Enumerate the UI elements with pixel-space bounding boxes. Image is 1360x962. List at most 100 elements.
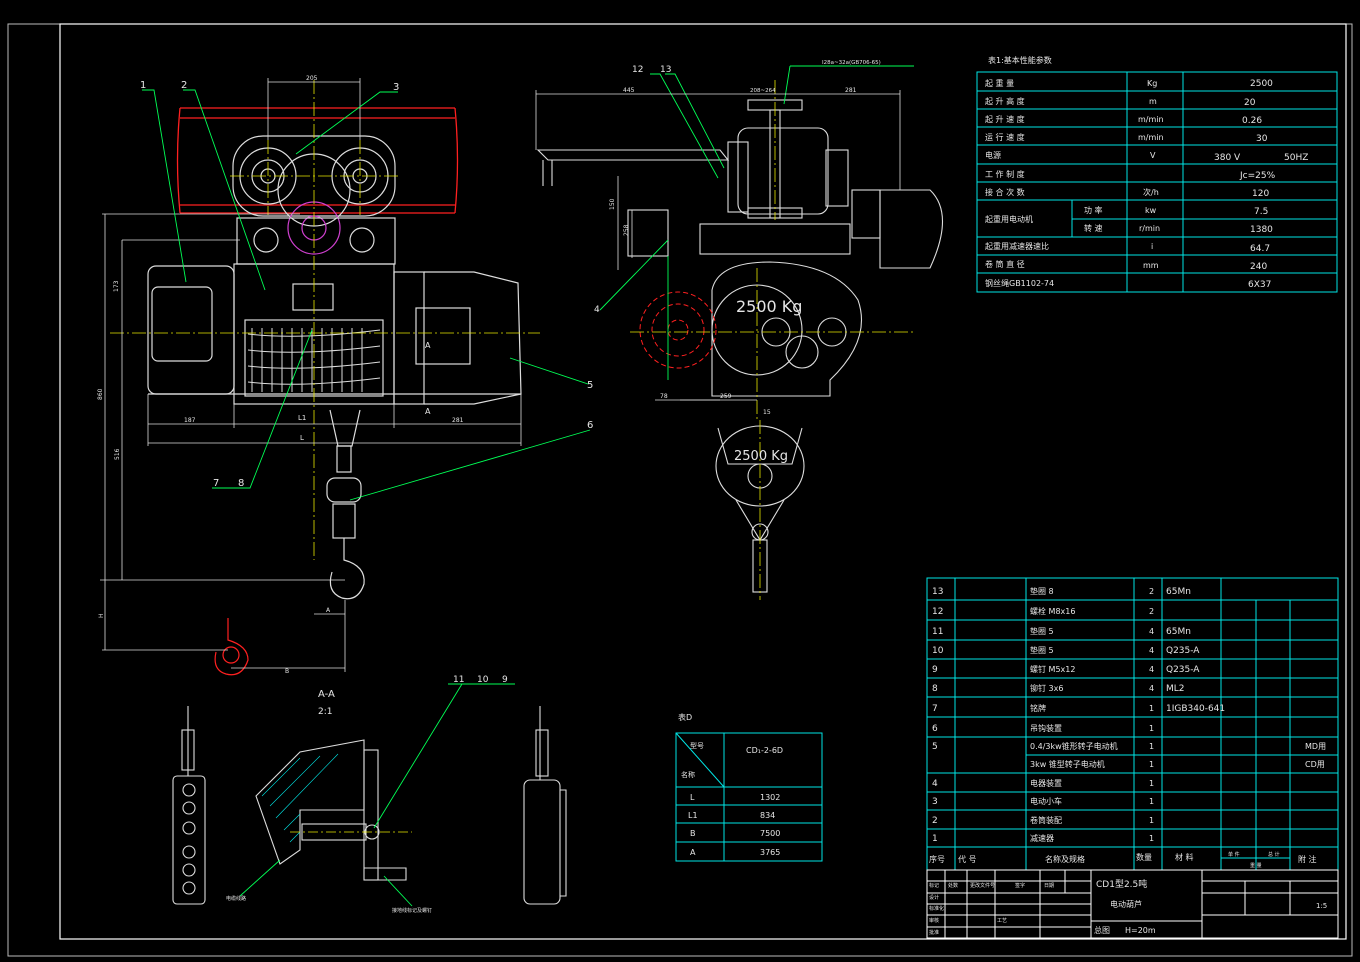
bom-row-qty: 1 [1149,779,1154,788]
t1-t2-value: 6X37 [1248,280,1271,290]
bom-row-name: 垫圈 8 [1030,586,1054,596]
tb-label-7: 审核 [929,917,939,924]
bom-row-no: 9 [932,665,938,675]
table-d-model: CD₁-2-6D [746,746,783,755]
leader-note-left: 电缆线路 [226,895,246,902]
dim-150: 150 [609,198,616,210]
title-line1: CD1型2.5吨 [1096,878,1147,890]
t1-r6-name: 接 合 次 数 [985,187,1025,197]
callout-2: 2 [181,80,187,91]
dim-B: B [285,668,289,675]
section-title: A-A [318,689,335,700]
t1-r3-value: 30 [1256,134,1268,144]
bom-row-no: 6 [932,724,938,734]
callout-6: 6 [587,420,593,431]
td-r2-key: B [690,829,696,838]
tb-label-6: 标准化 [929,905,944,912]
bom-row-no: 13 [932,587,943,597]
dim-445: 445 [623,87,635,94]
bom-header-weight: 重 量 [1250,862,1262,869]
t1-r0-name: 起 重 量 [985,78,1014,88]
dim-L: L [300,434,304,442]
bom-row-name: 螺钉 M5x12 [1030,664,1075,674]
bom-row-material: ML2 [1166,684,1185,694]
bom-row-qty: 1 [1149,797,1154,806]
bom-row-no: 11 [932,627,943,637]
bom-row-qty: 1 [1149,760,1154,769]
section-mark-A-bottom: A [425,407,431,416]
dim-A: A [326,607,331,614]
dim-281-side: 281 [845,87,857,94]
dim-281: 281 [452,417,464,424]
front-callouts: 1 2 3 5 6 7 8 205 173 860 516 187 281 L1… [97,75,593,675]
table-d-title: 表D [678,712,692,722]
td-r1-key: L1 [688,811,698,820]
t1-r2-value: 0.26 [1242,116,1262,126]
bom-row-name: 垫圈 5 [1030,645,1054,655]
center-lines [110,80,540,560]
side-ghost-circle [639,291,717,369]
side-structure [536,99,944,593]
bom-row-no: 5 [932,742,938,752]
bom-row-no: 3 [932,797,938,807]
t1-r5-name: 工 作 制 度 [985,169,1025,179]
callout-10: 10 [477,675,489,685]
bom-row-qty: 2 [1149,607,1154,616]
t1-m0-unit: kw [1145,206,1157,215]
td-r0-val: 1302 [760,793,780,802]
bom-row-name: 垫圈 5 [1030,626,1054,636]
bom-header-unit_w: 单 件 [1228,851,1240,858]
rope-drum [247,328,381,392]
table-d-diag-top: 型号 [690,741,704,750]
dim-259: 259 [720,393,732,400]
bom-row-no: 4 [932,779,938,789]
bom-row-note: MD用 [1305,742,1326,751]
callout-5: 5 [587,380,593,391]
t1-motor-label: 起重用电动机 [985,214,1033,224]
dim-187: 187 [184,417,196,424]
bom-row-qty: 2 [1149,587,1154,596]
td-r1-val: 834 [760,811,775,820]
t1-m1-unit: r/min [1139,224,1160,233]
bom-row-qty: 1 [1149,724,1154,733]
tb-label-2: 更改文件号 [970,882,995,889]
bom-row-no: 8 [932,684,938,694]
dim-173: 173 [113,280,120,292]
section-hatch [261,753,339,843]
t1-t0-value: 64.7 [1250,244,1270,254]
t1-r3-unit: m/min [1138,133,1164,142]
bom-row-name: 减速器 [1030,833,1054,843]
bom-row-name: 电器装置 [1030,778,1062,788]
t1-r4-value2: 50HZ [1284,153,1308,163]
title-line3: 总图 [1094,925,1110,935]
bom-header-name: 名称及规格 [1045,854,1085,864]
dim-516: 516 [114,448,121,460]
section-views: A-A 2:1 11 10 9 电缆线路 接地线标记及螺钉 [172,675,567,914]
bom-row-name: 3kw 锥型转子电动机 [1030,759,1105,769]
bom-row-material: Q235-A [1166,665,1200,675]
bom-row-material: Q235-A [1166,646,1200,656]
callout-4: 4 [594,305,600,315]
t1-r4-value: 380 V [1214,153,1241,163]
dim-15: 15 [763,409,771,416]
bom-row-qty: 1 [1149,834,1154,843]
bom-row-no: 1 [932,834,938,844]
bom-row-material: 1IGB340-641 [1166,704,1225,714]
title-scale: 1:5 [1316,902,1327,910]
t1-r2-unit: m/min [1138,115,1164,124]
t1-r0-unit: Kg [1147,79,1157,88]
bom-row-name: 卷筒装配 [1030,815,1062,825]
pendant-front [172,706,206,905]
callout-1: 1 [140,80,146,91]
t1-t2-name: 钢丝绳GB1102-74 [985,278,1054,288]
tb-label-5: 设计 [929,894,939,901]
side-leaders [599,65,914,380]
t1-m1-value: 1380 [1250,225,1273,235]
inner-frame [59,23,1347,940]
td-r0-key: L [690,793,695,802]
tb-label-8: 工艺 [997,918,1007,924]
t1-r4-unit: V [1150,151,1156,160]
tb-label-9: 批准 [929,929,939,936]
callout-3: 3 [393,82,399,93]
tb-label-3: 签字 [1015,882,1025,889]
